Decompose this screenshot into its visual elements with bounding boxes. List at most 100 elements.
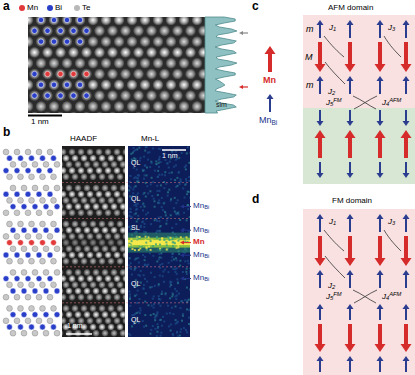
atom-column [119, 184, 125, 192]
model-atom [25, 168, 31, 174]
atom-column [198, 112, 205, 113]
noise-pixel [137, 192, 139, 194]
atom-column [55, 68, 66, 79]
noise-pixel [159, 156, 161, 158]
noise-pixel [163, 321, 165, 323]
atom-column [191, 101, 202, 112]
atom-column [191, 58, 202, 69]
atom-column [62, 329, 64, 337]
noise-pixel [172, 334, 174, 336]
atom-column [122, 190, 125, 198]
atom-column [87, 36, 98, 47]
noise-pixel [143, 226, 145, 228]
atom-column [126, 79, 137, 90]
atom-column [42, 90, 53, 101]
exchange-curve [353, 96, 376, 109]
noise-pixel [137, 174, 139, 176]
atom-column [28, 36, 34, 47]
noise-pixel [177, 211, 179, 213]
noise-pixel [129, 257, 131, 259]
noise-pixel [179, 219, 181, 221]
model-atom [25, 318, 31, 324]
model-atom [32, 227, 38, 233]
model-atom [7, 324, 13, 330]
noise-pixel [167, 305, 169, 307]
noise-pixel [146, 236, 148, 238]
mn-spin-shaft [378, 324, 382, 344]
model-atom [51, 240, 57, 246]
model-atom [21, 204, 27, 210]
mnbi-spin-shaft [405, 81, 407, 94]
atom-column [119, 269, 125, 277]
noise-pixel [176, 247, 178, 249]
atom-column [42, 68, 53, 79]
noise-pixel [158, 174, 160, 176]
model-atom [40, 306, 46, 312]
model-atom [10, 270, 16, 276]
noise-pixel [145, 196, 147, 198]
mnbi-spin-shaft [269, 99, 271, 112]
model-atom [14, 168, 20, 174]
model-atom [51, 221, 57, 227]
domain-title: AFM domain [328, 3, 373, 12]
noise-pixel [130, 238, 132, 240]
atom-column [159, 90, 170, 101]
noise-pixel [136, 231, 138, 233]
atom-column [87, 17, 98, 26]
panel-letter: d [252, 193, 259, 207]
mnbi-spin-head [347, 304, 354, 309]
atom-column [28, 17, 34, 26]
atom-column [62, 257, 70, 265]
atom-column [81, 68, 92, 79]
model-atom [18, 282, 24, 288]
noise-pixel [177, 244, 179, 246]
bi-atom [51, 17, 56, 22]
atom-column [68, 293, 76, 301]
noise-pixel [136, 148, 138, 150]
noise-pixel [156, 331, 158, 333]
noise-pixel [168, 189, 170, 191]
mnbi-spin-shaft [405, 219, 407, 232]
noise-pixel [157, 311, 159, 313]
model-atom [47, 252, 53, 258]
atom-column [101, 329, 109, 337]
noise-pixel [166, 162, 168, 164]
model-atom [32, 288, 38, 294]
model-atom [40, 174, 46, 180]
atom-column [126, 58, 137, 69]
noise-pixel [156, 185, 158, 187]
mnbi-spin-head [317, 173, 324, 178]
noise-pixel [144, 278, 146, 280]
atom-column [55, 25, 66, 36]
noise-pixel [178, 172, 180, 174]
noise-pixel [135, 185, 137, 187]
noise-pixel [139, 298, 141, 300]
atom-column [81, 47, 92, 58]
mn-spin-head [315, 64, 326, 72]
noise-pixel [137, 177, 139, 179]
bi-atom [45, 28, 50, 33]
noise-pixel [157, 176, 159, 178]
layer-label: QL [131, 195, 140, 203]
noise-pixel [166, 244, 168, 246]
atom-column [55, 90, 66, 101]
model-atom [54, 204, 60, 210]
exchange-label: J4AFM [382, 97, 401, 108]
layer-label: QL [131, 316, 140, 324]
mnbi-spin-shaft [319, 25, 321, 38]
model-atom [3, 252, 9, 258]
model-atom [51, 282, 57, 288]
atom-column [42, 47, 53, 58]
mnbi-spin-head [317, 270, 324, 275]
mn-spin-shaft [404, 324, 408, 344]
noise-pixel [179, 331, 181, 333]
model-atom [21, 288, 27, 294]
noise-pixel [135, 203, 137, 205]
noise-pixel [158, 220, 160, 222]
model-atom [29, 155, 35, 161]
atom-column [113, 209, 121, 217]
atom-column [95, 209, 103, 217]
noise-pixel [160, 319, 162, 321]
noise-pixel [171, 227, 173, 229]
noise-pixel [130, 211, 132, 213]
